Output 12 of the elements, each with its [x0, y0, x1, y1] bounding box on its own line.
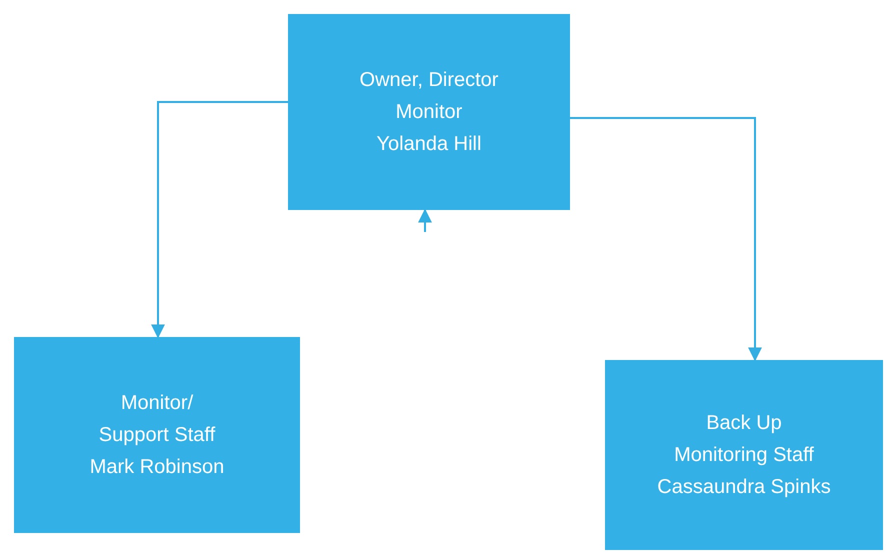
role-box — [14, 337, 300, 533]
role-box — [288, 14, 570, 210]
person-name: Mark Robinson — [90, 455, 224, 480]
role-title: Back Up Monitoring Staff — [673, 411, 815, 468]
role-title: Owner, Director Monitor — [358, 68, 500, 125]
person-name: Yolanda Hill — [376, 132, 482, 157]
arrow — [151, 101, 288, 338]
person-name: Cassaundra Spinks — [657, 475, 831, 500]
role-title: Monitor/ Support Staff — [98, 391, 216, 448]
arrow — [418, 208, 432, 232]
arrow — [570, 117, 762, 362]
role-box — [605, 360, 883, 550]
